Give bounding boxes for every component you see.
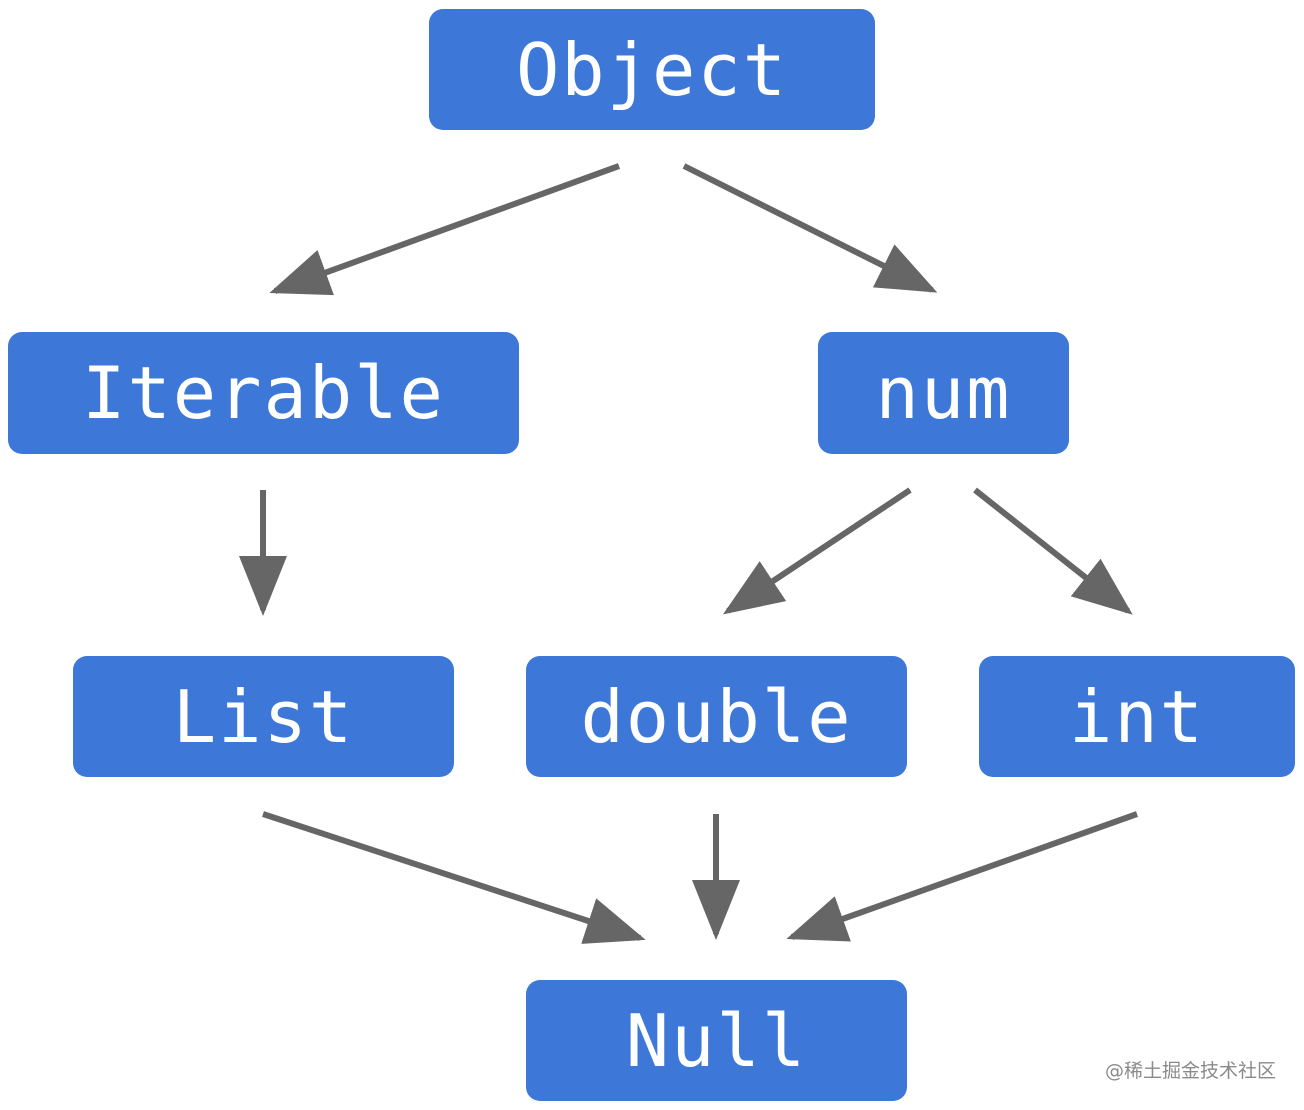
node-iterable-label: Iterable	[82, 351, 445, 435]
node-double: double	[526, 656, 907, 777]
node-list: List	[73, 656, 454, 777]
edge-object-to-iterable	[269, 163, 621, 296]
node-list-label: List	[172, 674, 355, 759]
edge-num-to-double	[723, 487, 912, 615]
node-null: Null	[526, 980, 907, 1101]
node-int: int	[979, 656, 1295, 777]
node-int-label: int	[1068, 674, 1206, 759]
node-object: Object	[429, 9, 875, 130]
node-object-label: Object	[515, 27, 789, 112]
node-iterable: Iterable	[8, 332, 519, 454]
watermark: @稀土掘金技术社区	[1104, 1060, 1276, 1082]
node-double-label: double	[580, 674, 853, 759]
node-null-label: Null	[625, 998, 808, 1083]
edge-object-to-num	[682, 163, 938, 293]
edge-int-to-null	[786, 811, 1139, 942]
edge-list-to-null	[262, 811, 646, 944]
node-num-label: num	[875, 351, 1012, 435]
node-num: num	[818, 332, 1069, 454]
edge-num-to-int	[973, 487, 1133, 615]
